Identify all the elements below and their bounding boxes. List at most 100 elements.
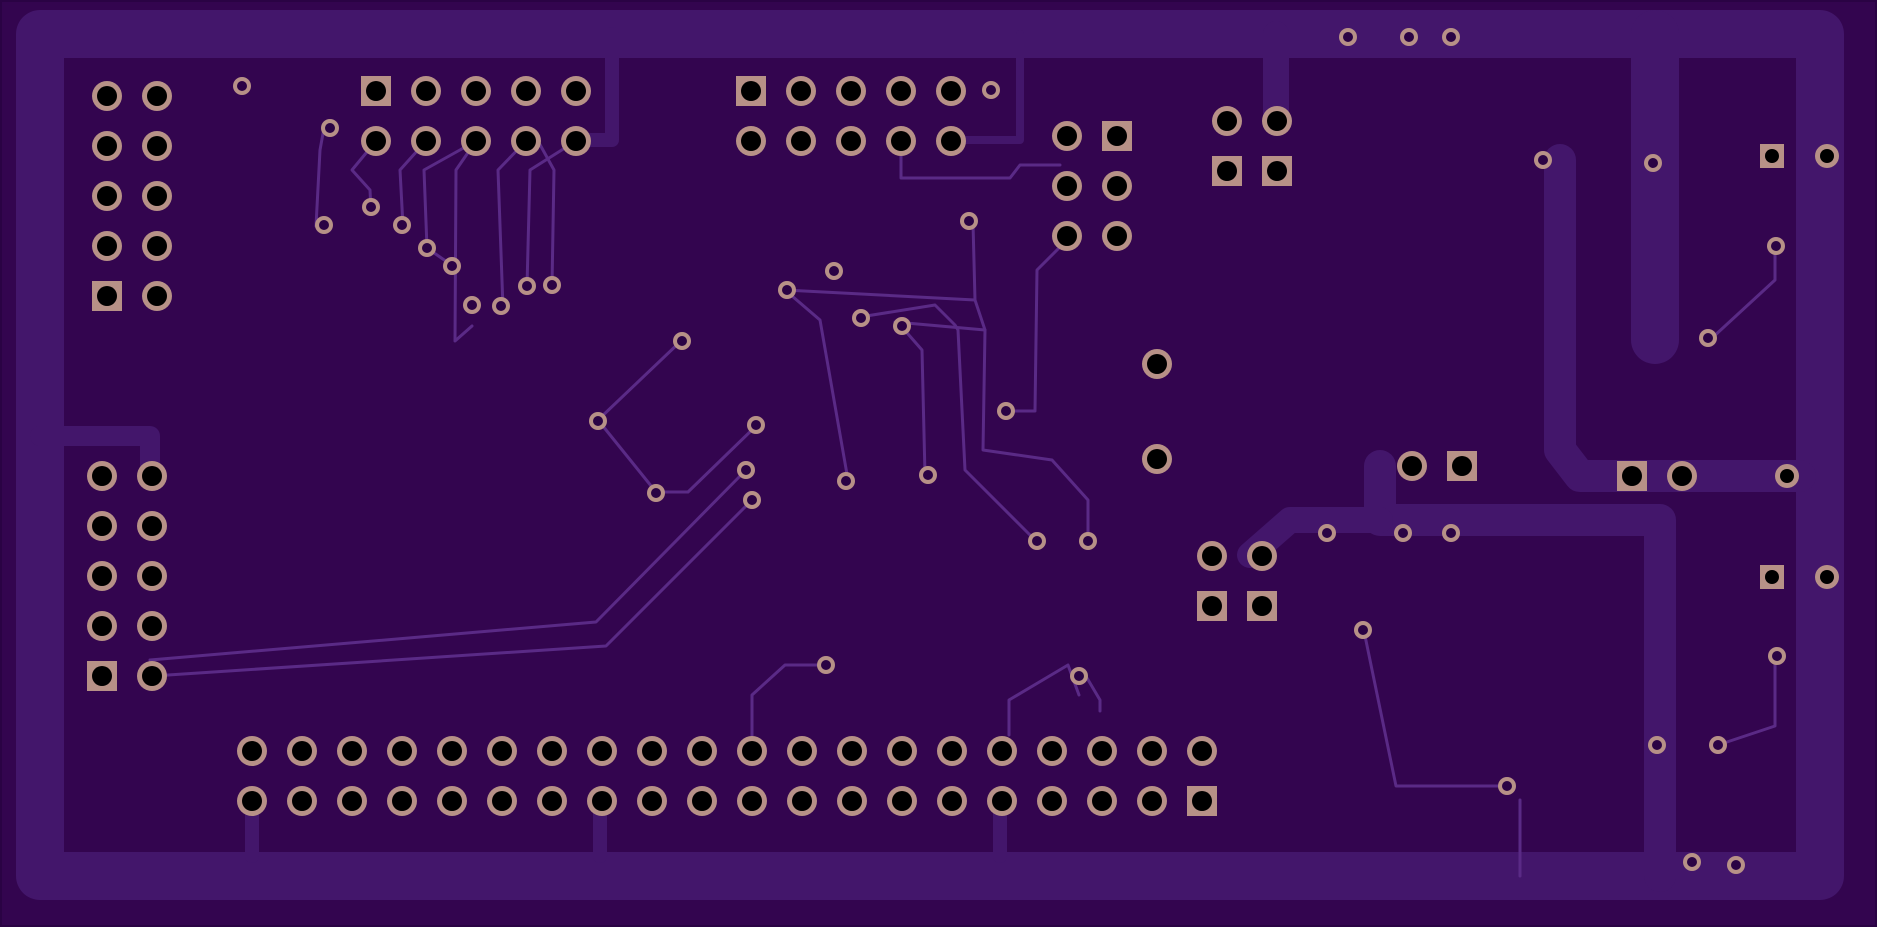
via xyxy=(543,276,561,294)
via xyxy=(1683,853,1701,871)
signal-trace xyxy=(525,139,578,288)
signal-trace xyxy=(596,418,758,494)
header-bottom-2x20-pin xyxy=(837,736,867,766)
header-2x3-pin xyxy=(1052,221,1082,251)
via xyxy=(518,277,536,295)
via xyxy=(1318,524,1336,542)
header-bottom-2x20-pin xyxy=(287,736,317,766)
header-2x2-top-pin xyxy=(1212,106,1242,136)
signal-trace xyxy=(1085,676,1102,713)
header-bottom-2x20-pin xyxy=(1137,786,1167,816)
header-2x3-pin xyxy=(1102,121,1132,151)
connector-2pin-right-pin xyxy=(1617,461,1647,491)
header-bottom-2x20-pin xyxy=(837,786,867,816)
signal-trace xyxy=(453,139,478,343)
ground-ring xyxy=(16,10,1844,900)
header-bottom-2x20-pin xyxy=(387,736,417,766)
header-bottom-2x20-pin xyxy=(537,736,567,766)
via xyxy=(492,297,510,315)
header-left-lower-2x5-pin xyxy=(87,511,117,541)
header-2x2-mid-pin xyxy=(1247,591,1277,621)
via xyxy=(1727,856,1745,874)
header-top-b-2x5-pin xyxy=(936,76,966,106)
header-left-upper-2x5-pin xyxy=(92,81,122,111)
via xyxy=(233,77,251,95)
header-2x2-top-pin xyxy=(1262,156,1292,186)
header-top-b-2x5-pin xyxy=(886,76,916,106)
header-left-upper-2x5-pin xyxy=(92,181,122,211)
via xyxy=(1400,28,1418,46)
header-left-upper-2x5-pin xyxy=(92,231,122,261)
header-bottom-2x20-pin xyxy=(1137,736,1167,766)
header-top-b-2x5-pin xyxy=(886,126,916,156)
via xyxy=(1442,28,1460,46)
via xyxy=(1534,151,1552,169)
via xyxy=(982,81,1000,99)
header-bottom-2x20-pin xyxy=(237,786,267,816)
header-bottom-2x20-pin xyxy=(337,736,367,766)
header-top-b-2x5-pin xyxy=(736,76,766,106)
header-left-upper-2x5-pin xyxy=(142,231,172,261)
signal-trace xyxy=(536,139,556,288)
header-left-lower-2x5-pin xyxy=(137,561,167,591)
via xyxy=(362,198,380,216)
header-left-lower-2x5-pin xyxy=(137,461,167,491)
via xyxy=(825,262,843,280)
header-bottom-2x20-pin xyxy=(787,736,817,766)
header-top-a-2x5-pin xyxy=(361,126,391,156)
via xyxy=(997,402,1015,420)
header-bottom-2x20-pin xyxy=(887,736,917,766)
via xyxy=(817,656,835,674)
header-top-a-2x5-pin xyxy=(511,76,541,106)
via xyxy=(589,412,607,430)
via xyxy=(1767,237,1785,255)
via xyxy=(463,296,481,314)
header-bottom-2x20-pin xyxy=(487,736,517,766)
header-bottom-2x20-pin xyxy=(387,786,417,816)
header-bottom-2x20-pin xyxy=(687,736,717,766)
header-bottom-2x20-pin xyxy=(987,736,1017,766)
header-2x3-pin xyxy=(1052,121,1082,151)
signal-trace xyxy=(783,288,977,302)
header-left-upper-2x5-pin xyxy=(142,131,172,161)
header-bottom-2x20-pin xyxy=(687,786,717,816)
header-bottom-2x20-pin xyxy=(787,786,817,816)
header-top-a-2x5-pin xyxy=(461,126,491,156)
vias xyxy=(233,28,1786,874)
connector-right-pin xyxy=(1815,144,1839,168)
header-top-a-2x5-pin xyxy=(361,76,391,106)
via xyxy=(1644,154,1662,172)
header-bottom-2x20-pin xyxy=(437,736,467,766)
header-bottom-2x20-pin xyxy=(637,786,667,816)
header-left-lower-2x5-pin xyxy=(137,661,167,691)
signal-trace xyxy=(422,139,478,266)
signal-trace xyxy=(783,288,850,482)
header-bottom-2x20-pin xyxy=(637,736,667,766)
header-left-lower-2x5-pin xyxy=(87,461,117,491)
header-2x2-top-pin xyxy=(1262,106,1292,136)
pad-pair-center-pin xyxy=(1142,444,1172,474)
header-top-b-2x5-pin xyxy=(786,76,816,106)
header-bottom-2x20-pin xyxy=(1037,736,1067,766)
header-bottom-2x20-pin xyxy=(237,736,267,766)
header-bottom-2x20-pin xyxy=(1087,736,1117,766)
header-bottom-2x20-pin xyxy=(937,736,967,766)
connector-2pin-right-pin xyxy=(1667,461,1697,491)
header-bottom-2x20-pin xyxy=(987,786,1017,816)
via xyxy=(893,317,911,335)
header-bottom-2x20-pin xyxy=(887,786,917,816)
signal-trace xyxy=(750,663,828,738)
connector-right-pin xyxy=(1760,565,1784,589)
via xyxy=(1339,28,1357,46)
connector-2pin-mid-pin xyxy=(1397,451,1427,481)
signal-trace xyxy=(1362,629,1508,788)
connector-2pin-mid-pin xyxy=(1447,451,1477,481)
header-bottom-2x20-pin xyxy=(1187,786,1217,816)
header-2x2-mid-pin xyxy=(1197,541,1227,571)
via xyxy=(1442,524,1460,542)
via xyxy=(393,216,411,234)
signal-trace xyxy=(148,468,748,662)
header-top-a-2x5-pin xyxy=(411,76,441,106)
signal-trace xyxy=(858,303,1037,542)
